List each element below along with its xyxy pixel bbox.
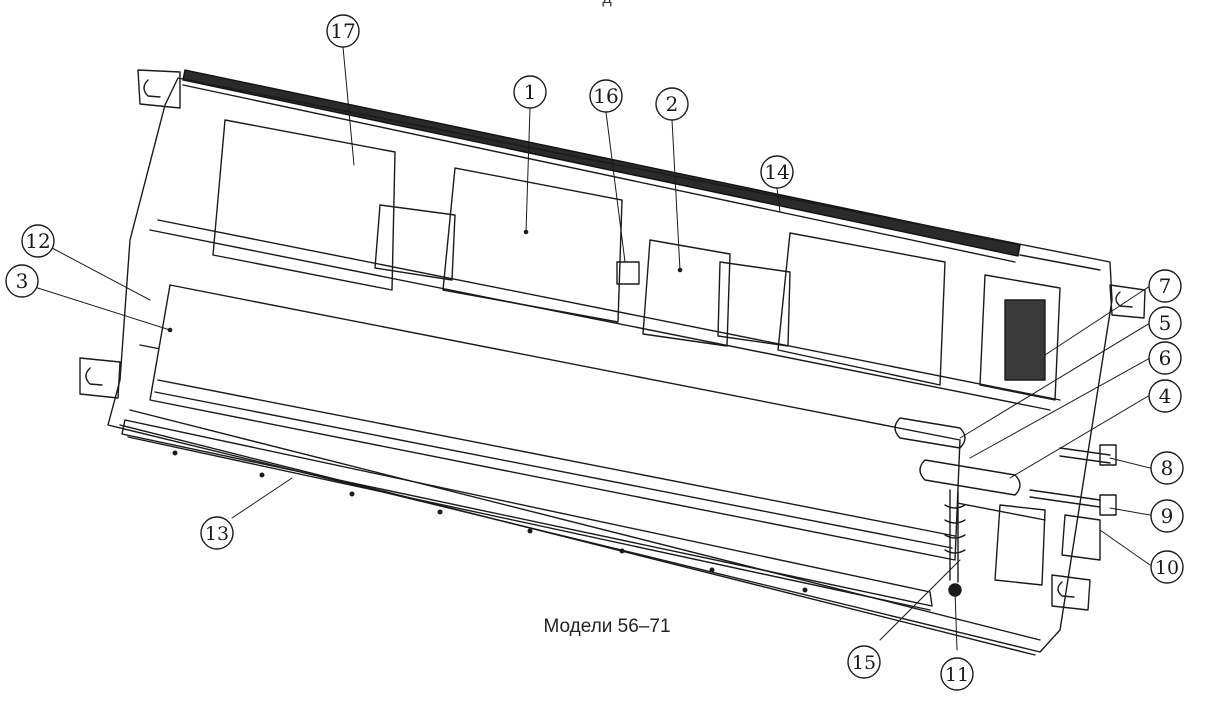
callout-6: 6	[1148, 341, 1182, 375]
svg-text:16: 16	[593, 84, 618, 108]
callout-2: 2	[655, 87, 689, 121]
callout-5: 5	[1148, 306, 1182, 340]
callout-7: 7	[1148, 269, 1182, 303]
header-fragment: д	[0, 0, 1214, 8]
svg-text:5: 5	[1159, 311, 1172, 335]
svg-text:11: 11	[945, 664, 969, 686]
callout-1: 1	[513, 75, 547, 109]
svg-text:4: 4	[1159, 384, 1172, 408]
callout-9: 9	[1150, 499, 1184, 533]
callout-16: 16	[589, 79, 623, 113]
callout-14: 14	[760, 155, 794, 189]
svg-text:6: 6	[1159, 346, 1172, 370]
electrical-box	[979, 254, 1101, 401]
top-rail	[182, 69, 1021, 263]
svg-text:9: 9	[1161, 504, 1174, 528]
callout-8: 8	[1150, 451, 1184, 485]
svg-text:12: 12	[25, 229, 50, 253]
callout-3: 3	[5, 264, 39, 298]
callout-11: 11	[940, 657, 974, 691]
svg-text:2: 2	[666, 92, 679, 116]
callout-15: 15	[847, 645, 881, 679]
svg-text:10: 10	[1155, 557, 1179, 579]
callout-10: 10	[1150, 550, 1184, 584]
svg-text:8: 8	[1161, 456, 1174, 480]
svg-text:14: 14	[764, 160, 789, 184]
callout-4: 4	[1148, 379, 1182, 413]
svg-text:15: 15	[852, 652, 876, 674]
callout-12: 12	[21, 224, 55, 258]
front-panel	[149, 284, 961, 561]
piping	[894, 417, 1117, 597]
svg-text:17: 17	[330, 19, 355, 43]
callout-13: 13	[200, 516, 234, 550]
svg-text:3: 3	[16, 269, 29, 293]
callout-17: 17	[326, 14, 360, 48]
svg-text:13: 13	[205, 523, 229, 545]
svg-text:7: 7	[1159, 274, 1172, 298]
mounting-brackets	[79, 69, 1146, 611]
fan-scrolls	[212, 119, 946, 386]
svg-text:1: 1	[524, 80, 537, 104]
leader-lines	[21, 46, 1151, 651]
figure-caption: Модели 56–71	[543, 616, 671, 637]
drain-pan	[121, 419, 933, 611]
